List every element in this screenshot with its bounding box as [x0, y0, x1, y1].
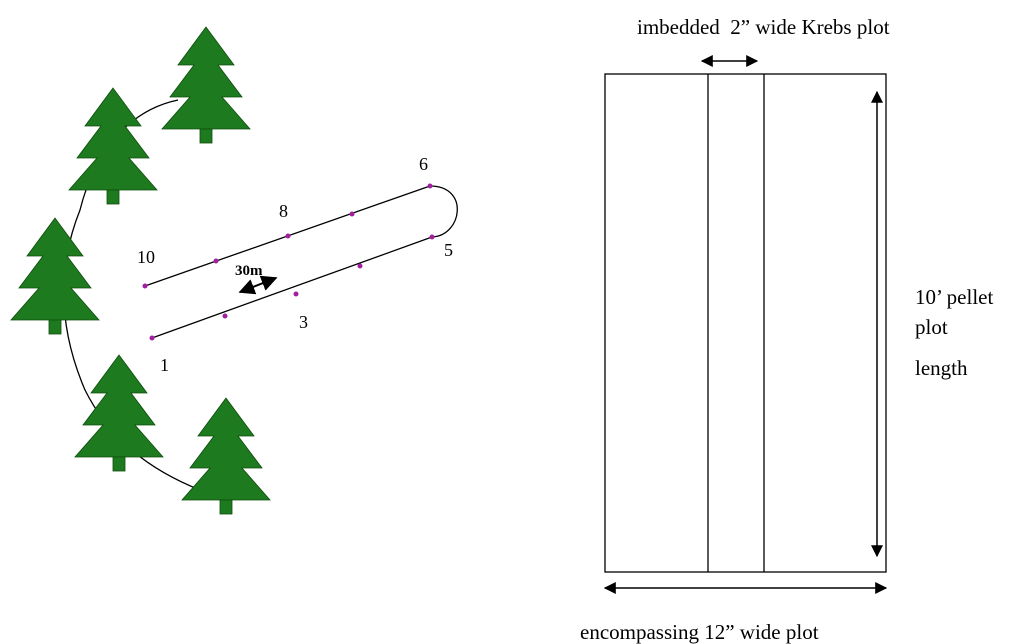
- station-label-10: 10: [137, 247, 155, 267]
- station-point: [213, 258, 219, 264]
- station-point: [429, 234, 435, 240]
- encompassing-plot-label: encompassing 12” wide plot: [580, 620, 819, 644]
- pellet-plot-rectangle: [604, 73, 887, 573]
- station-point: [142, 283, 148, 289]
- distance-label: 30m: [235, 263, 263, 279]
- station-point: [357, 263, 363, 269]
- transect-turn-loop: [429, 185, 458, 238]
- plot-figure: imbedded 2” wide Krebs plot 10’ pellet p…: [580, 15, 999, 644]
- krebs-plot-label: imbedded 2” wide Krebs plot: [637, 15, 890, 39]
- station-point: [293, 291, 299, 297]
- tree-icon: [68, 87, 158, 205]
- distance-arrow: [238, 275, 278, 295]
- station-label-5: 5: [444, 240, 453, 260]
- station-point: [427, 183, 433, 189]
- transect-lower-line: [151, 236, 433, 339]
- station-label-3: 3: [299, 312, 308, 332]
- station-point: [285, 233, 291, 239]
- plot-length-label-line: plot: [915, 315, 948, 339]
- station-point: [349, 211, 355, 217]
- tree-icon: [181, 397, 271, 515]
- plot-length-label-line: length: [915, 356, 968, 380]
- station-label-8: 8: [279, 201, 288, 221]
- station-points: [142, 183, 435, 341]
- station-label-6: 6: [419, 154, 428, 174]
- tree-icon: [74, 354, 164, 472]
- plot-length-label: 10’ pellet plot length: [915, 285, 999, 380]
- transect-figure: 10 8 6 5 3 1 30m: [10, 26, 458, 515]
- plot-length-label-line: 10’ pellet: [915, 285, 993, 309]
- station-point: [149, 335, 155, 341]
- tree-icon: [161, 26, 251, 144]
- tree-icon: [10, 217, 100, 335]
- station-label-1: 1: [160, 355, 169, 375]
- station-point: [222, 313, 228, 319]
